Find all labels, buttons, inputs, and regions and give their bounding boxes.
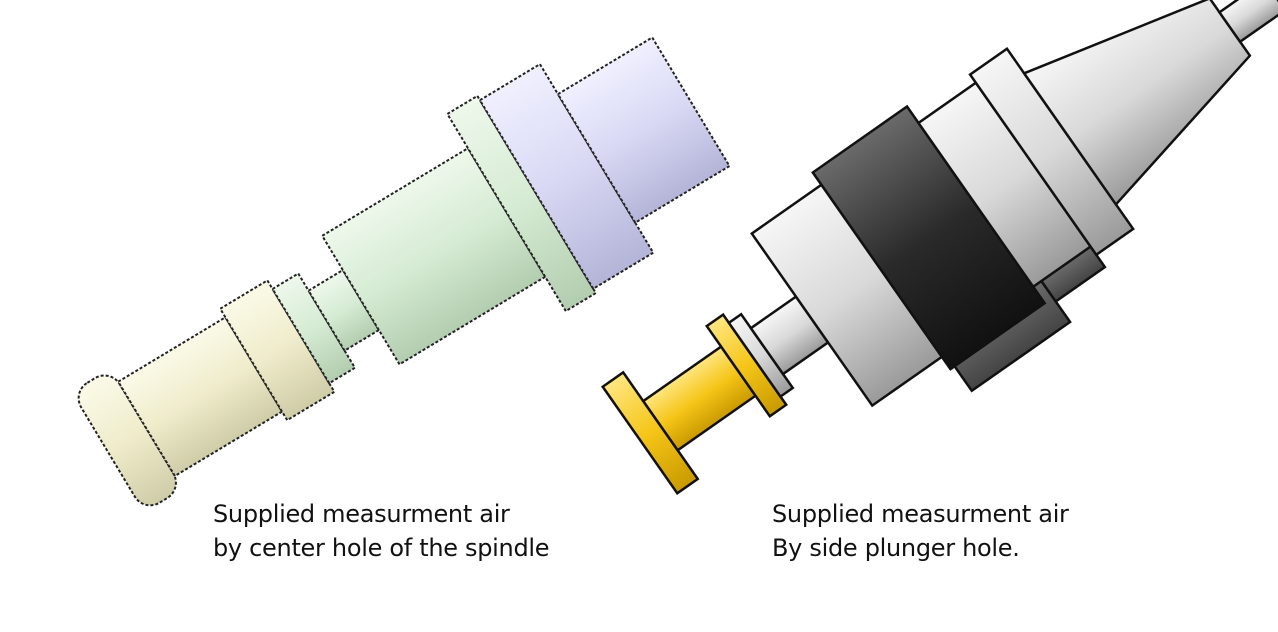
- pull-stud: [1217, 0, 1278, 44]
- holder-shank: [556, 36, 731, 225]
- caption-line: By side plunger hole.: [772, 534, 1020, 562]
- caption-line: Supplied measurment air: [772, 500, 1069, 528]
- taper-cone: [1022, 0, 1252, 207]
- end-cap: [77, 374, 177, 507]
- caption-line: by center hole of the spindle: [213, 534, 550, 562]
- caption-line: Supplied measurment air: [213, 500, 510, 528]
- caption-center-hole: Supplied measurment air by center hole o…: [213, 497, 550, 565]
- caption-side-plunger: Supplied measurment air By side plunger …: [772, 497, 1069, 565]
